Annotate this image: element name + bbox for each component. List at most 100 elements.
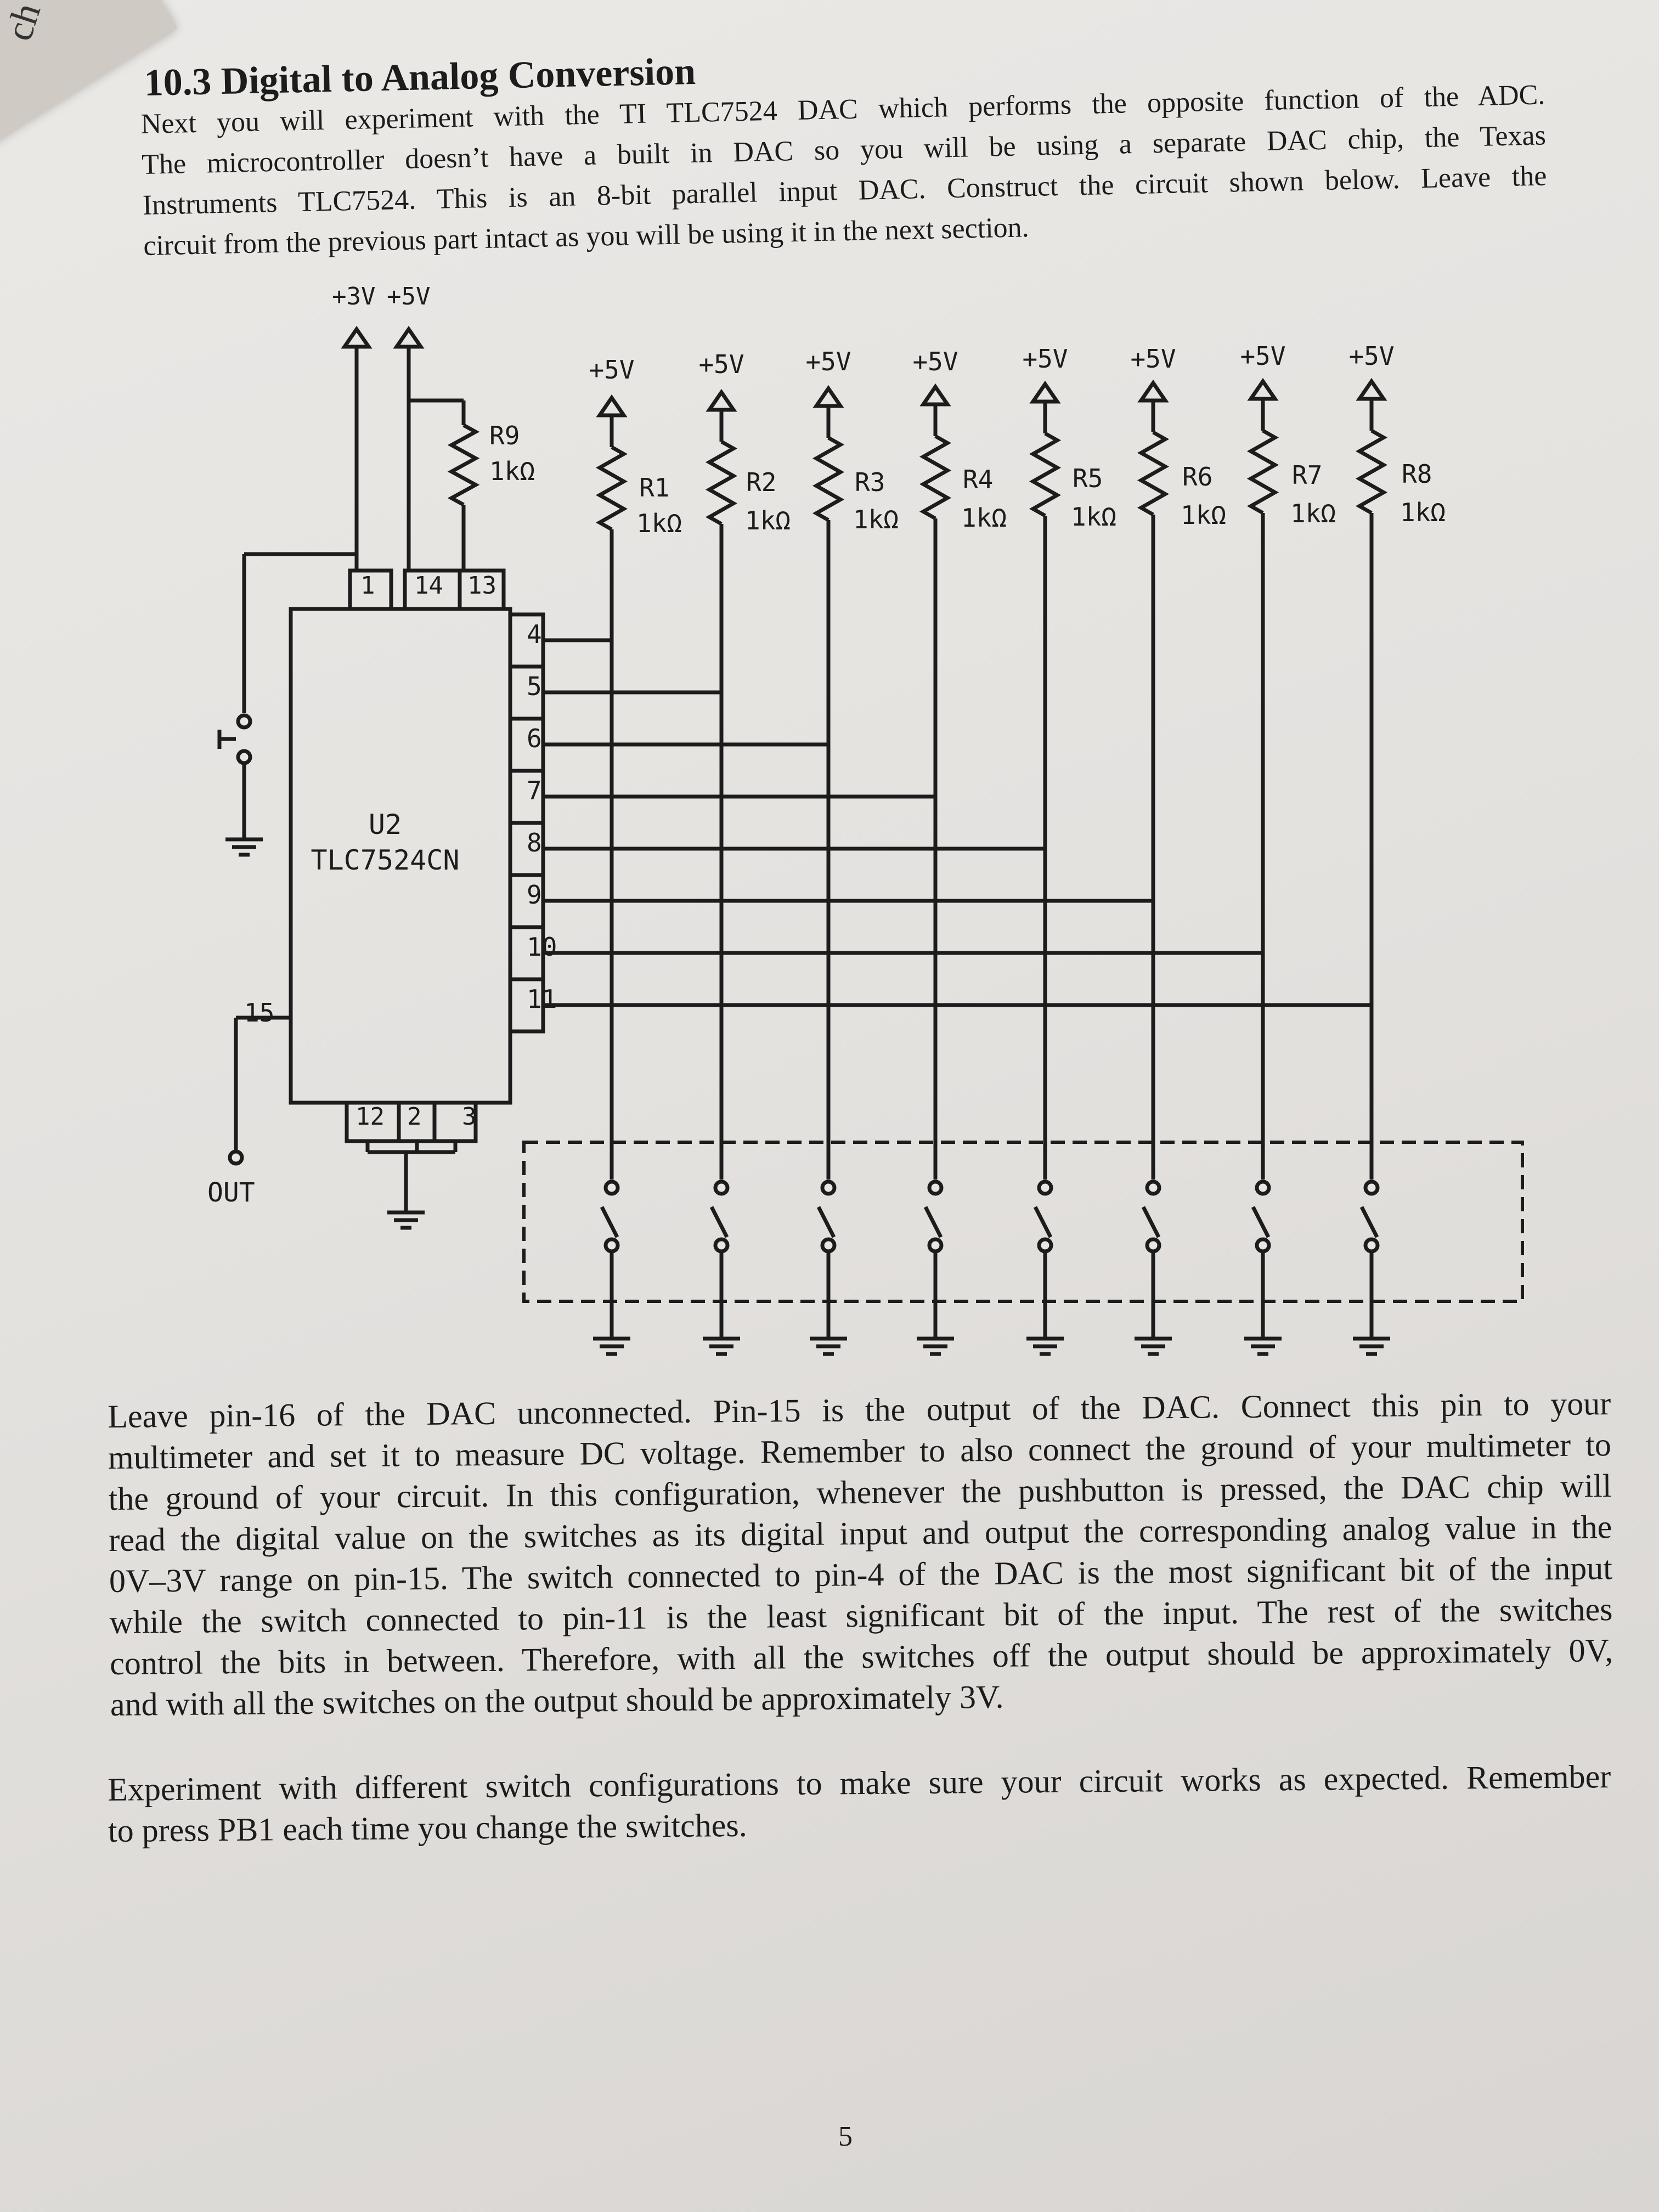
pin-7-label: 7 — [527, 776, 542, 805]
pin-8-label: 8 — [527, 828, 542, 857]
r3-name: R3 — [855, 467, 885, 497]
switch-lever-icon — [709, 1206, 729, 1238]
r6-value: 1kΩ — [1181, 500, 1226, 530]
output-label: OUT — [207, 1177, 255, 1208]
pin-4-label: 4 — [527, 619, 542, 649]
switch-contact-icon — [713, 1180, 730, 1196]
r7-value: 1kΩ — [1290, 499, 1336, 528]
pullup-resistor — [1246, 428, 1279, 515]
switch-lever-icon — [816, 1206, 836, 1238]
pullup-7-supply-label: +5V — [1240, 341, 1285, 371]
pullup-supply-arrow — [812, 385, 844, 408]
switch-lever-icon — [1359, 1206, 1379, 1238]
schematic-labels: +3V +5V R9 1kΩ 1 14 13 U2 TLC7524CN 15 O… — [207, 283, 1446, 1208]
pushbutton-icon — [217, 730, 236, 749]
pullup-2-supply-label: +5V — [698, 349, 744, 379]
supply-5v-arrow — [393, 325, 425, 349]
pullup-resistor — [919, 434, 952, 521]
switch-contact-icon — [1363, 1180, 1380, 1196]
switch-contact-icon — [1037, 1180, 1053, 1196]
pullup-resistor — [595, 445, 628, 532]
pushbutton-contact-icon — [236, 749, 252, 765]
chip-part-label: TLC7524CN — [311, 844, 460, 876]
r8-name: R8 — [1402, 459, 1432, 489]
pin-11-label: 11 — [527, 984, 557, 1014]
pullup-resistor — [705, 439, 738, 526]
r6-name: R6 — [1182, 462, 1212, 492]
switch-contact-icon — [1145, 1237, 1161, 1254]
pin-3-label: 3 — [462, 1103, 477, 1131]
pin-10-label: 10 — [527, 932, 557, 962]
pin-1-label: 1 — [360, 572, 375, 600]
pin-12-label: 12 — [356, 1103, 385, 1131]
experiment-paragraph: Experiment with different switch configu… — [108, 1756, 1611, 1852]
r2-name: R2 — [746, 467, 776, 497]
r9-value: 1kΩ — [489, 456, 535, 486]
pushbutton-contact-icon — [236, 713, 252, 730]
pullup-resistor — [1355, 428, 1388, 515]
dac-circuit-schematic: +3V +5V R9 1kΩ 1 14 13 U2 TLC7524CN 15 O… — [207, 283, 1524, 1356]
schematic-wires — [217, 325, 1524, 1356]
pullup-supply-arrow — [596, 394, 628, 417]
r8-value: 1kΩ — [1400, 498, 1446, 527]
pin-6-label: 6 — [527, 724, 542, 753]
pullup-resistor — [1137, 430, 1170, 517]
intro-paragraph: Next you will experiment with the TI TLC… — [140, 75, 1548, 267]
switch-lever-icon — [600, 1206, 619, 1238]
r2-value: 1kΩ — [745, 506, 791, 535]
switch-lever-icon — [1251, 1206, 1271, 1238]
r9-name: R9 — [489, 421, 520, 450]
pullup-6-supply-label: +5V — [1130, 344, 1176, 374]
pin-5-label: 5 — [527, 672, 542, 701]
switch-lever-icon — [1033, 1206, 1053, 1238]
pullup-3-supply-label: +5V — [805, 347, 851, 376]
pullup-8-supply-label: +5V — [1348, 341, 1394, 371]
switch-contact-icon — [927, 1180, 944, 1196]
r7-name: R7 — [1292, 460, 1322, 490]
dip-switch-enclosure — [522, 1141, 1524, 1303]
r4-name: R4 — [963, 465, 993, 494]
pin-13-label: 13 — [467, 572, 496, 600]
switch-contact-icon — [1255, 1180, 1271, 1196]
r3-value: 1kΩ — [853, 505, 899, 534]
pullup-5-supply-label: +5V — [1022, 344, 1068, 374]
pullup-supply-arrow — [1247, 377, 1279, 401]
switch-contact-icon — [820, 1237, 837, 1254]
switch-lever-icon — [923, 1206, 943, 1238]
pin-2-label: 2 — [407, 1103, 422, 1131]
supply-5v-label: +5V — [387, 283, 430, 311]
r1-value: 1kΩ — [636, 509, 682, 538]
pullup-resistor — [1029, 431, 1062, 518]
page-number: 5 — [838, 2121, 853, 2152]
pullup-supply-arrow — [919, 383, 951, 407]
r1-name: R1 — [639, 473, 669, 503]
pullup-supply-arrow — [706, 388, 737, 412]
r9-resistor — [447, 423, 480, 507]
pin-15-label: 15 — [244, 998, 274, 1028]
chip-ref-label: U2 — [369, 809, 402, 840]
pin-1-box — [348, 568, 393, 611]
switch-contact-icon — [603, 1180, 620, 1196]
pullup-supply-arrow — [1356, 377, 1387, 401]
switch-contact-icon — [1037, 1237, 1053, 1254]
r4-value: 1kΩ — [961, 503, 1007, 533]
pin-9-label: 9 — [527, 880, 542, 910]
switch-contact-icon — [603, 1237, 620, 1254]
r5-value: 1kΩ — [1071, 502, 1116, 532]
pullup-4-supply-label: +5V — [912, 347, 958, 376]
pullup-supply-arrow — [1029, 380, 1061, 404]
instructions-paragraph: Leave pin-16 of the DAC unconnected. Pin… — [108, 1383, 1613, 1725]
pin-14-label: 14 — [414, 572, 443, 600]
switch-contact-icon — [1145, 1180, 1161, 1196]
supply-3v-label: +3V — [332, 283, 375, 311]
switch-contact-icon — [713, 1237, 730, 1254]
pullup-supply-arrow — [1137, 379, 1169, 403]
supply-3v-arrow — [341, 325, 373, 349]
switch-lever-icon — [1141, 1206, 1161, 1238]
output-terminal-icon — [228, 1149, 244, 1166]
switch-contact-icon — [820, 1180, 837, 1196]
pullup-1-supply-label: +5V — [589, 355, 634, 385]
switch-contact-icon — [1255, 1237, 1271, 1254]
r5-name: R5 — [1073, 464, 1103, 493]
